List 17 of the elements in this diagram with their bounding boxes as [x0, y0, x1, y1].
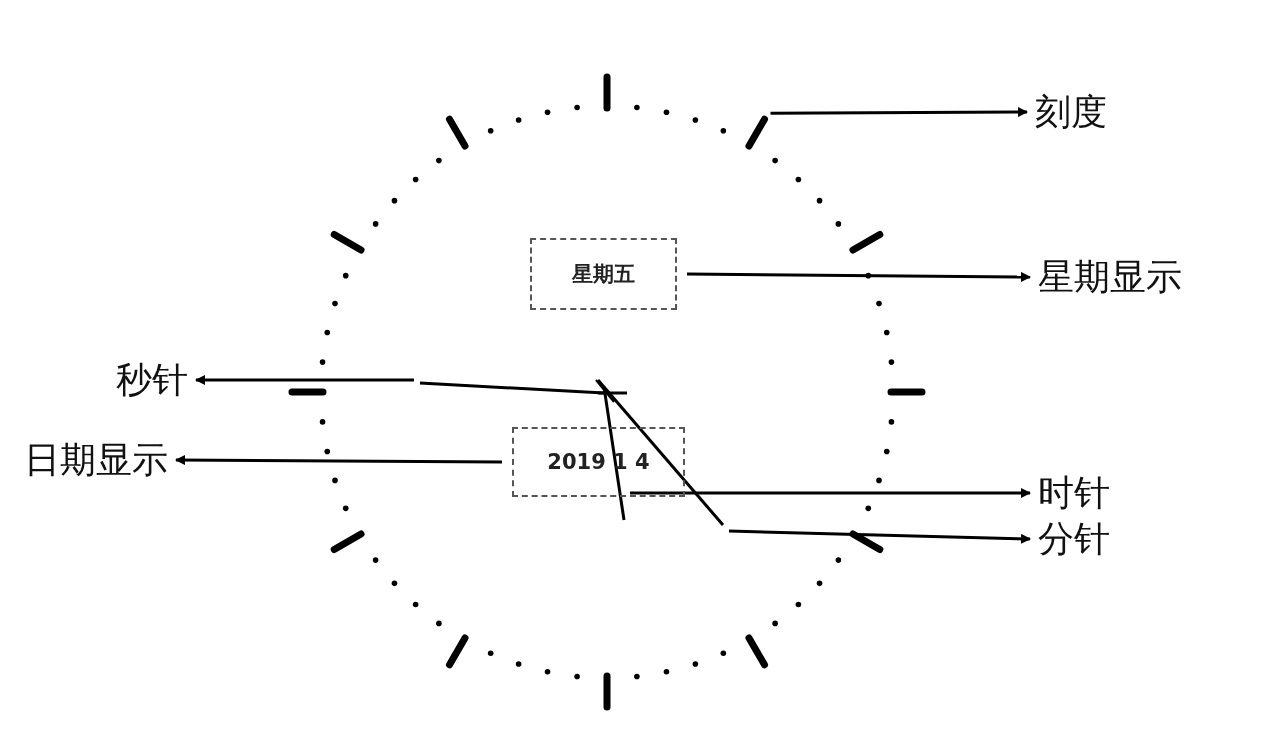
display-text: 星期五	[572, 261, 635, 288]
callout-label: 日期显示	[24, 438, 168, 482]
hour-tick-mark	[745, 115, 768, 150]
leader-arrow	[175, 455, 502, 466]
leader-arrow	[728, 529, 1031, 544]
leader-arrow	[630, 488, 1031, 498]
leader-arrow	[687, 271, 1031, 282]
callout-label: 秒针	[116, 358, 188, 402]
leader-arrow	[195, 375, 414, 385]
weekday-display-box	[530, 238, 677, 310]
date-display-box	[512, 427, 685, 497]
leader-arrow	[770, 107, 1028, 118]
callout-label: 时针	[1038, 471, 1110, 515]
callout-label: 星期显示	[1038, 255, 1182, 299]
second-hand	[419, 381, 605, 395]
callout-label: 刻度	[1035, 90, 1107, 134]
callout-label: 分针	[1038, 517, 1110, 561]
